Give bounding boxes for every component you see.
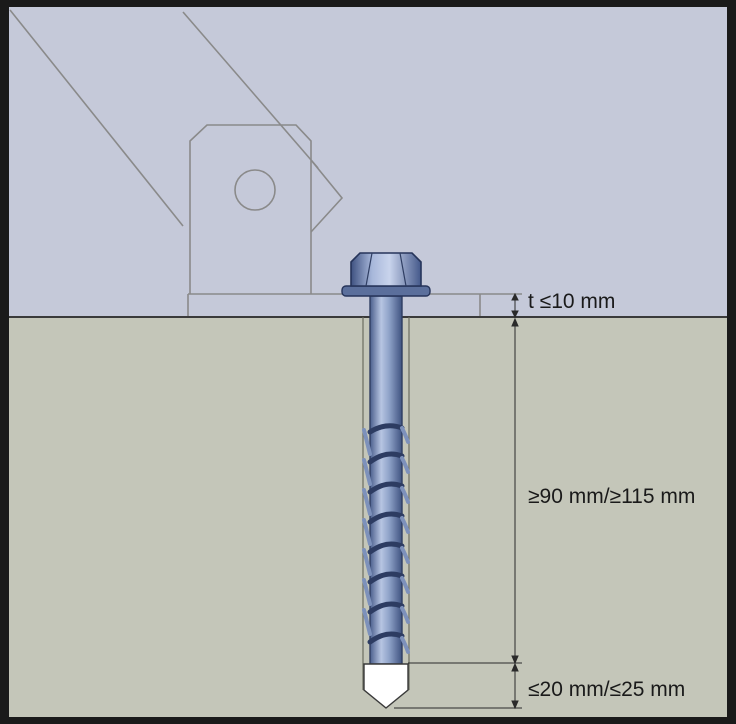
screw-hex-head	[350, 252, 422, 287]
screw-anchor	[341, 252, 431, 709]
concrete-base	[9, 317, 727, 717]
dimension-lines	[394, 292, 522, 710]
embedment-depth-label: ≥90 mm/≥115 mm	[528, 485, 696, 508]
screw-thread	[367, 423, 405, 645]
screw-washer	[341, 285, 431, 297]
screw-thread-back	[362, 426, 410, 654]
bracket-outline	[9, 9, 522, 317]
screw-tip	[363, 663, 409, 709]
tip-length-label: ≤20 mm/≤25 mm	[528, 678, 686, 701]
fixture-thickness-label: t ≤10 mm	[528, 290, 616, 313]
